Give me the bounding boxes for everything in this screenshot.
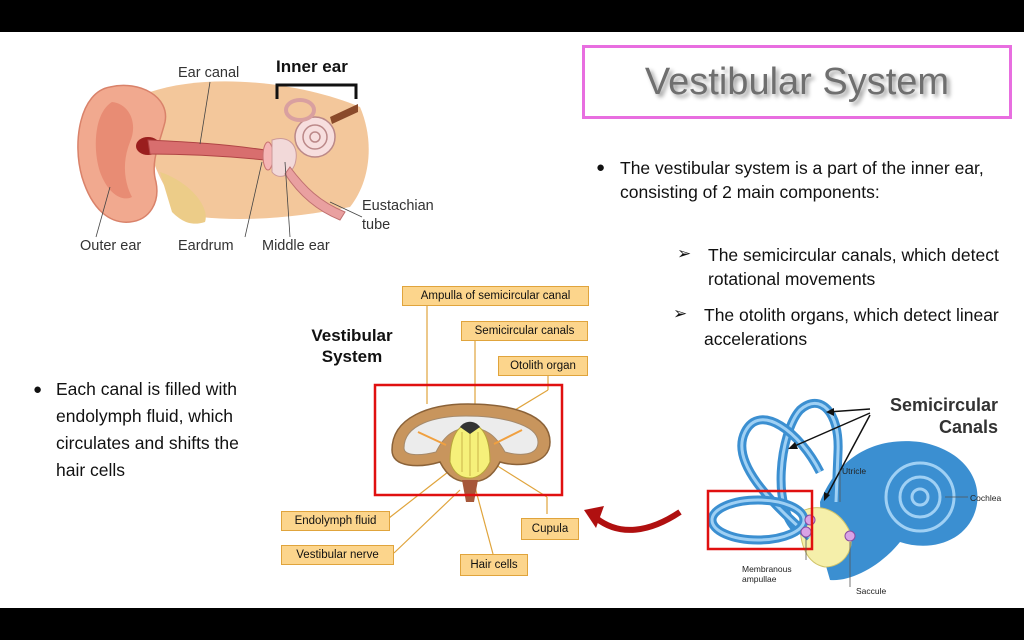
bullet-dot: ● [33,381,43,398]
label-endolymph-fluid: Endolymph fluid [281,511,390,531]
middle-ear-label: Middle ear [262,238,330,254]
eardrum-label: Eardrum [178,238,234,254]
red-curved-arrow [594,509,682,533]
ear-canal-label: Ear canal [178,65,240,81]
inner-ear-diagram [706,399,978,587]
semicircular-canals-label: Semicircular Canals [889,395,998,437]
cochlea-shape [820,441,978,581]
sub-bullet-otolith-text: The otolith organs, which detect linear … [704,305,999,349]
sub-bullet-arrow-icon: ➢ [677,244,692,263]
sub-bullet-semicircular-text: The semicircular canals, which detect ro… [708,245,999,289]
label-cupula: Cupula [521,518,579,540]
label-hair-cells: Hair cells [460,554,528,576]
slide-title: Vestibular System [644,60,950,103]
ear-anatomy-illustration [77,81,369,238]
inner-ear-label: Inner ear [276,57,348,76]
membranous-ampullae-label: Membranous ampullae [742,564,792,584]
vestibular-cross-section [373,305,682,555]
utricle-label: Utricle [842,466,867,476]
label-vestibular-nerve: Vestibular nerve [281,545,394,565]
bullet-dot: ● [596,159,606,176]
label-ampulla: Ampulla of semicircular canal [402,286,589,306]
label-otolith-organ: Otolith organ [498,356,588,376]
title-box: Vestibular System [582,45,1012,119]
inner-ear-bracket [275,83,358,99]
auditory-nerve-shape [330,104,358,124]
canal-highlight-box [706,489,814,551]
eustachian-tube-shape [284,166,346,221]
vestibular-diagram-title: Vestibular System [311,326,393,366]
saccule-label: Saccule [856,586,887,596]
cochlea-label: Cochlea [970,493,1002,503]
cochlea-shape [294,116,336,158]
bullet-left-text: Each canal is filled with endolymph flui… [56,379,239,480]
eustachian-tube-label: Eustachian tube [362,198,434,233]
label-semicircular-canals: Semicircular canals [461,321,588,341]
slide: Ear canal Inner ear Eustachian tube Oute… [0,32,1024,608]
outer-ear-label: Outer ear [80,238,142,254]
sub-bullet-arrow-icon: ➢ [673,304,688,323]
vestibular-highlight-box [373,383,564,497]
bullet-main-text: The vestibular system is a part of the i… [620,158,984,202]
